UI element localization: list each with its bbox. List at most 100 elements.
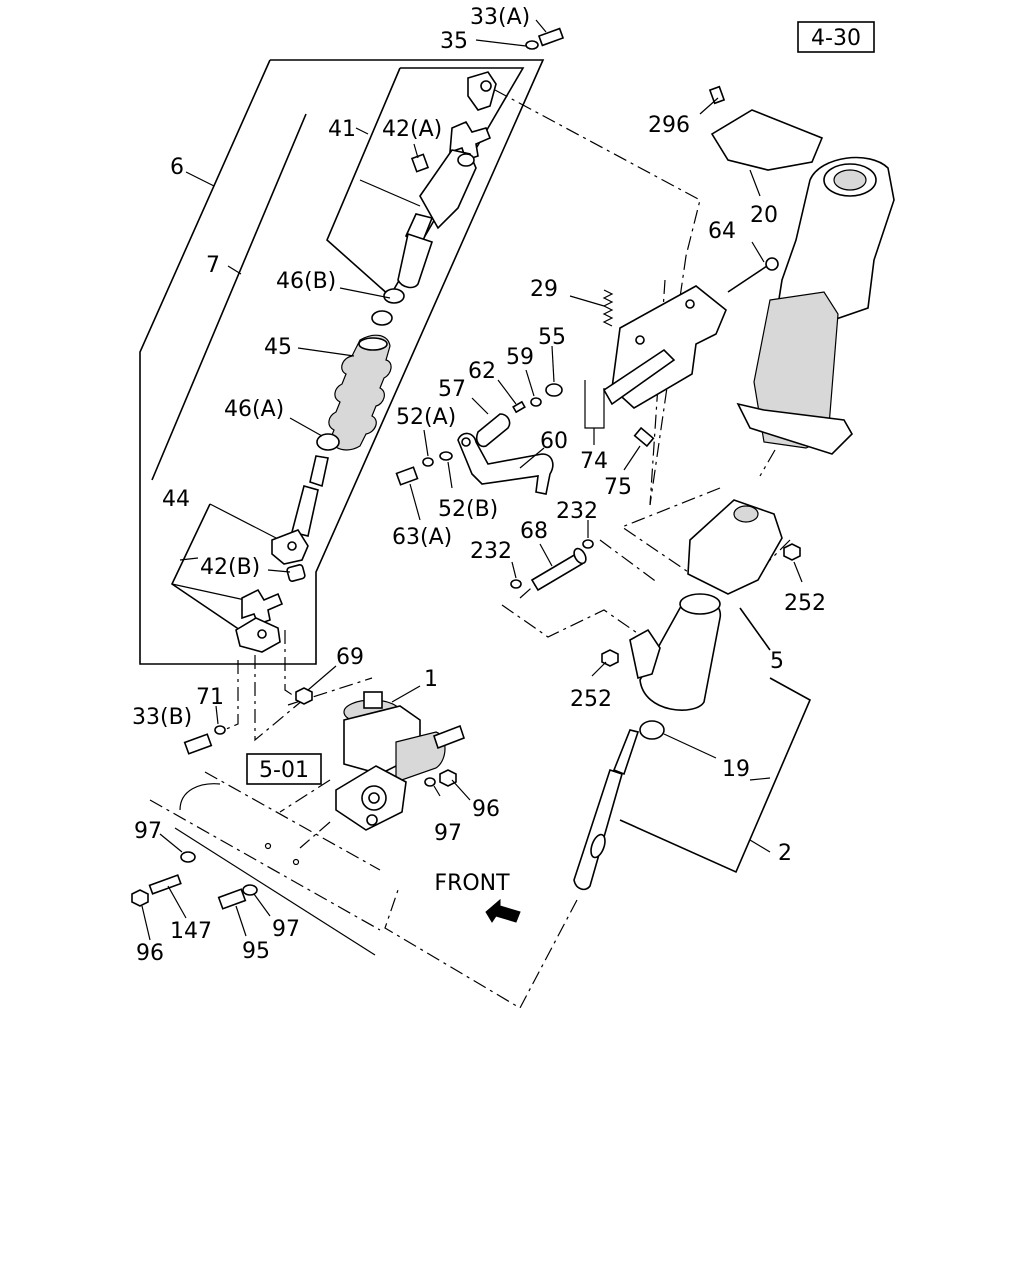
bolt-33a[interactable] <box>537 27 565 47</box>
washer-59[interactable] <box>530 397 542 407</box>
front-label: FRONT <box>434 871 510 896</box>
label-296: 296 <box>648 113 690 138</box>
label-6: 6 <box>170 155 184 180</box>
nut-96-b[interactable] <box>131 889 149 907</box>
grease-nipple[interactable] <box>410 153 430 173</box>
ring-46b[interactable] <box>371 288 405 326</box>
washer-55[interactable] <box>545 383 563 397</box>
label-62: 62 <box>468 359 496 384</box>
ref-box-label: 4-30 <box>811 26 861 51</box>
label-96-b: 96 <box>136 941 164 966</box>
ref-box-5-01[interactable]: 5-01 <box>246 753 322 785</box>
washer-71[interactable] <box>214 725 226 735</box>
shaft-68[interactable] <box>530 547 588 592</box>
label-69: 69 <box>336 645 364 670</box>
washer-35[interactable] <box>525 40 539 50</box>
label-29: 29 <box>530 277 558 302</box>
label-60: 60 <box>540 429 568 454</box>
label-5: 5 <box>770 649 784 674</box>
label-46b: 46(B) <box>276 269 336 294</box>
label-52a: 52(A) <box>396 405 456 430</box>
label-97-d: 97 <box>272 917 300 942</box>
label-44: 44 <box>162 487 190 512</box>
bolt-147[interactable] <box>148 874 182 895</box>
screw-296[interactable] <box>708 85 726 105</box>
label-42a: 42(A) <box>382 117 442 142</box>
steering-gear-box[interactable] <box>335 691 466 831</box>
upper-shaft[interactable] <box>397 213 434 289</box>
washer-97-d[interactable] <box>242 884 258 896</box>
pin-62[interactable] <box>512 400 526 414</box>
universal-joint-upper[interactable] <box>467 71 497 111</box>
label-232-b: 232 <box>470 539 512 564</box>
label-41: 41 <box>328 117 356 142</box>
clip-232-a[interactable] <box>582 539 594 549</box>
bolt-95[interactable] <box>217 888 247 910</box>
bolt-64[interactable] <box>727 257 779 293</box>
lower-shaft[interactable] <box>271 455 329 565</box>
front-arrow-icon <box>485 898 521 923</box>
nut-96-a[interactable] <box>439 769 457 787</box>
label-252-a: 252 <box>784 591 826 616</box>
label-7: 7 <box>206 253 220 278</box>
o-ring-19[interactable] <box>639 720 665 740</box>
label-59: 59 <box>506 345 534 370</box>
ring-46a[interactable] <box>316 433 340 451</box>
callout-labels: 33(A) 35 6 41 42(A) 7 46(B) 45 46(A) 44 … <box>132 5 826 966</box>
label-95: 95 <box>242 939 270 964</box>
label-46a: 46(A) <box>224 397 284 422</box>
label-71: 71 <box>196 685 224 710</box>
lower-yoke[interactable] <box>235 617 281 653</box>
label-97-a: 97 <box>134 819 162 844</box>
label-45: 45 <box>264 335 292 360</box>
label-74: 74 <box>580 449 608 474</box>
label-57: 57 <box>438 377 466 402</box>
washer-52a[interactable] <box>422 457 434 467</box>
cross-joint-42a[interactable] <box>449 120 492 162</box>
clip-232-b[interactable] <box>510 579 522 589</box>
label-33b: 33(B) <box>132 705 192 730</box>
cross-joint-42b[interactable] <box>241 564 306 625</box>
washer-52b[interactable] <box>439 451 453 461</box>
bolt-63a[interactable] <box>395 466 419 486</box>
group-brackets <box>139 59 812 874</box>
cover-piece-20[interactable] <box>710 109 824 171</box>
spacer-57[interactable] <box>475 413 511 448</box>
washer-97-a[interactable] <box>180 851 196 863</box>
label-2: 2 <box>778 841 792 866</box>
label-20: 20 <box>750 203 778 228</box>
steering-column-tube[interactable] <box>629 499 783 711</box>
front-indicator: FRONT <box>434 871 521 923</box>
label-35: 35 <box>440 29 468 54</box>
lever-60[interactable] <box>457 432 554 495</box>
label-232-a: 232 <box>556 499 598 524</box>
bolt-33b[interactable] <box>183 733 213 755</box>
label-96-a: 96 <box>472 797 500 822</box>
leader-lines <box>141 19 803 941</box>
label-147: 147 <box>170 919 212 944</box>
nut-252-a[interactable] <box>783 543 801 561</box>
label-68: 68 <box>520 519 548 544</box>
label-19: 19 <box>722 757 750 782</box>
frame-rail <box>174 783 376 956</box>
column-cover[interactable] <box>736 156 895 455</box>
spring-29[interactable] <box>602 289 614 327</box>
label-33a: 33(A) <box>470 5 530 30</box>
washer-97-b[interactable] <box>424 777 436 787</box>
label-52b: 52(B) <box>438 497 498 522</box>
label-75: 75 <box>604 475 632 500</box>
tilt-bracket[interactable] <box>602 285 727 409</box>
ref-box-4-30[interactable]: 4-30 <box>797 21 875 53</box>
upper-yoke[interactable] <box>419 149 477 230</box>
label-252-b: 252 <box>570 687 612 712</box>
label-97-b: 97 <box>434 821 462 846</box>
label-1: 1 <box>424 667 438 692</box>
label-64: 64 <box>708 219 736 244</box>
bolt-75[interactable] <box>633 426 655 448</box>
lower-column-shaft-2[interactable] <box>573 729 640 891</box>
label-63a: 63(A) <box>392 525 452 550</box>
boot-45[interactable] <box>328 334 392 451</box>
nut-69[interactable] <box>295 687 313 705</box>
ref-box-label: 5-01 <box>259 758 309 783</box>
